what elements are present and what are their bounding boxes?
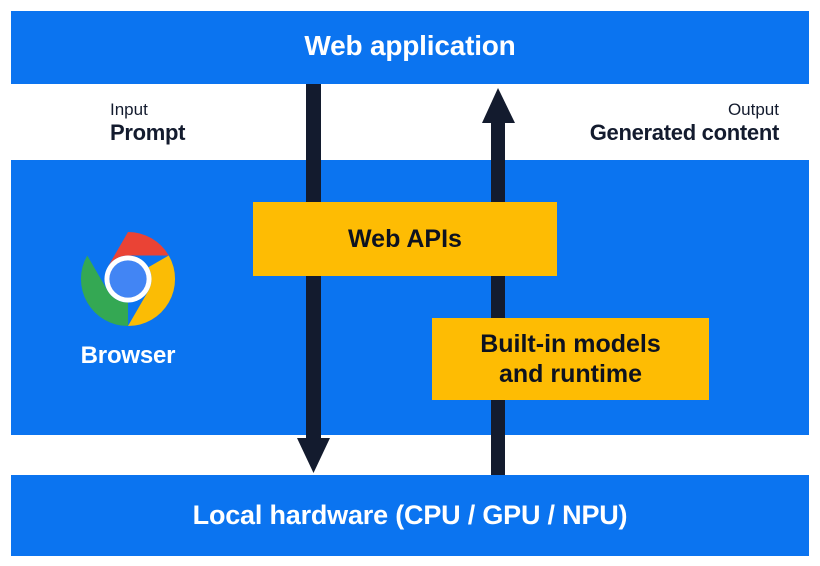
web-apis-box: Web APIs (253, 202, 557, 276)
builtin-models-label-line2: and runtime (498, 360, 643, 388)
builtin-models-box: Built-in models and runtime (432, 318, 709, 400)
chrome-logo-icon (80, 231, 176, 327)
input-kicker: Input (110, 100, 148, 119)
builtin-models-label: Built-in models and runtime (480, 329, 661, 390)
band-web-application (11, 11, 809, 84)
web-application-label: Web application (304, 30, 516, 61)
builtin-models-label-line1: Built-in models (480, 329, 661, 358)
output-headline: Generated content (589, 120, 780, 146)
web-apis-label: Web APIs (348, 224, 462, 253)
local-hardware-label: Local hardware (CPU / GPU / NPU) (192, 500, 628, 530)
output-annotation: Output Generated content (589, 100, 780, 146)
input-headline: Prompt (110, 120, 186, 146)
output-kicker: Output (727, 100, 779, 119)
band-local-hardware (11, 475, 809, 556)
input-annotation: Input Prompt (110, 100, 186, 146)
browser-group: Browser (60, 230, 196, 370)
browser-label: Browser (80, 342, 176, 369)
